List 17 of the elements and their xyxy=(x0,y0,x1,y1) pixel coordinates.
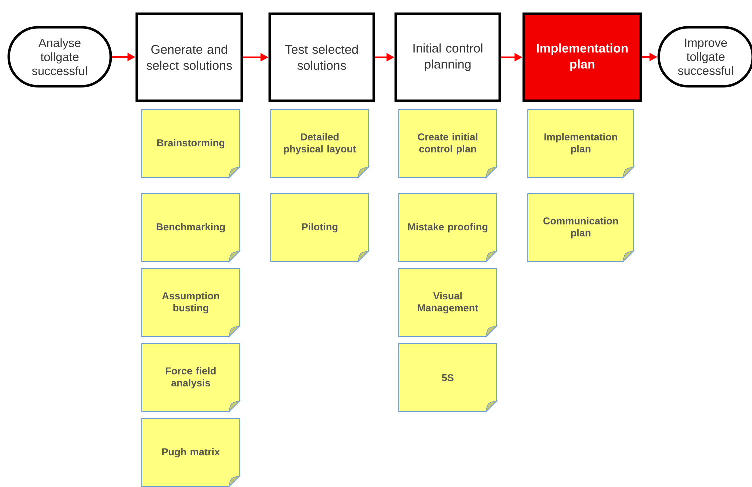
sticky-note: Assumption busting xyxy=(142,268,240,338)
process-box: Initial control planning xyxy=(394,12,502,102)
sticky-note: Visual Management xyxy=(398,268,498,338)
sticky-note: Implementation plan xyxy=(528,110,634,178)
sticky-note: Create initial control plan xyxy=(398,110,498,178)
sticky-note: 5S xyxy=(398,344,498,412)
sticky-note: Benchmarking xyxy=(142,194,240,262)
process-box: Generate and select solutions xyxy=(136,12,244,102)
sticky-note: Mistake proofing xyxy=(398,194,498,262)
sticky-note: Piloting xyxy=(270,194,370,262)
sticky-note: Detailed physical layout xyxy=(270,110,370,178)
process-box: Test selected solutions xyxy=(268,12,376,102)
sticky-note: Force field analysis xyxy=(142,344,240,412)
sticky-note: Pugh matrix xyxy=(142,418,240,487)
sticky-note: Communication plan xyxy=(528,194,634,262)
process-box: Implementation plan xyxy=(522,12,642,102)
sticky-note: Brainstorming xyxy=(142,110,240,178)
